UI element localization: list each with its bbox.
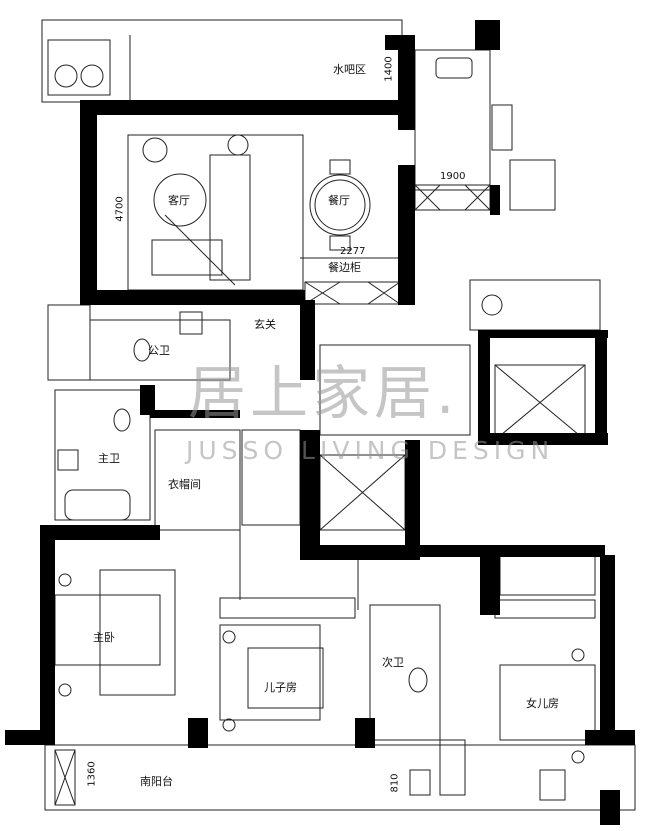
room-label-master-bath: 主卫	[98, 452, 120, 465]
room-label-second-bath: 次卫	[382, 656, 404, 669]
watermark-logo-en: JUSSO LIVING DESIGN	[186, 436, 555, 465]
room-label-daughter-room: 女儿房	[526, 697, 559, 710]
room-label-foyer: 玄关	[254, 318, 276, 331]
room-label-south-balcony: 南阳台	[140, 775, 173, 788]
room-label-water-bar: 水吧区	[333, 63, 366, 76]
watermark-logo-cn: 居上家居.	[188, 359, 459, 427]
room-label-sideboard: 餐边柜	[328, 261, 361, 274]
dim-water-bar: 1400	[383, 56, 395, 82]
room-label-public-bath: 公卫	[148, 344, 170, 357]
room-label-son-room: 儿子房	[264, 681, 297, 694]
dim-living: 4700	[114, 196, 126, 222]
dim-sideboard: 2277	[340, 246, 366, 257]
dim-balcony-small: 810	[389, 773, 401, 793]
room-label-master-bedroom: 主卧	[93, 631, 115, 644]
room-label-dining: 餐厅	[328, 194, 350, 207]
dim-kitchen: 1900	[440, 171, 466, 182]
dim-balcony: 1360	[86, 761, 98, 787]
room-label-living: 客厅	[168, 194, 190, 207]
room-label-cloakroom: 衣帽间	[168, 478, 201, 491]
walls	[5, 20, 635, 825]
